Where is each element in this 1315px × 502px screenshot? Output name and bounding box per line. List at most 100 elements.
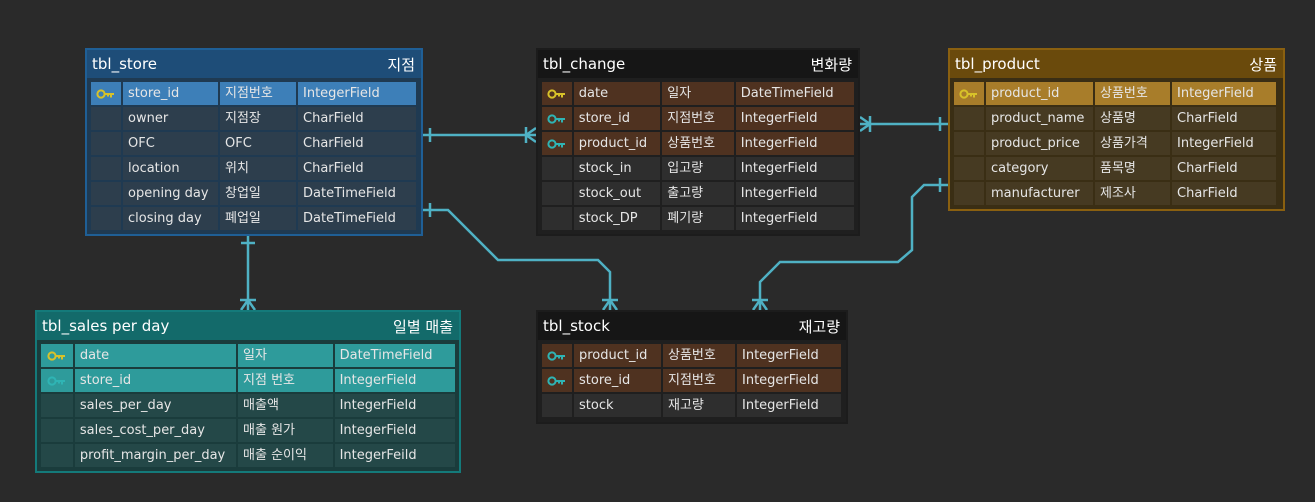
field-name: owner bbox=[123, 107, 218, 130]
key-slot bbox=[91, 107, 121, 130]
field-type: IntegerField bbox=[1172, 82, 1276, 105]
field-name: stock_in bbox=[573, 157, 661, 180]
field-name: product_id bbox=[986, 82, 1093, 105]
field-description: 창업일 bbox=[220, 182, 296, 205]
field-type: IntegerField bbox=[737, 394, 841, 417]
primary-key-icon bbox=[41, 344, 73, 367]
field-description: 매출 순이익 bbox=[238, 444, 333, 467]
table-header[interactable]: tbl_sales per day 일별 매출 bbox=[37, 312, 459, 340]
field-description: OFC bbox=[220, 132, 296, 155]
key-slot bbox=[542, 207, 572, 230]
field-description: 상품번호 bbox=[663, 344, 735, 367]
key-slot bbox=[954, 107, 984, 130]
field-name: store_id bbox=[573, 107, 661, 130]
field-type: IntegerField bbox=[298, 82, 416, 105]
field-name: stock_out bbox=[573, 182, 661, 205]
field-type: CharField bbox=[298, 157, 416, 180]
foreign-key-icon bbox=[542, 344, 572, 367]
field-type: IntegerField bbox=[735, 182, 854, 205]
foreign-key-icon bbox=[41, 369, 73, 392]
field-type: IntegerFeild bbox=[334, 444, 455, 467]
table-header[interactable]: tbl_stock 재고량 bbox=[538, 312, 846, 340]
field-name: stock_DP bbox=[573, 207, 661, 230]
field-type: DateTimeField bbox=[334, 344, 455, 367]
key-slot bbox=[542, 394, 572, 417]
field-description: 폐업일 bbox=[220, 207, 296, 230]
field-description: 상품번호 bbox=[1095, 82, 1170, 105]
field-description: 품목명 bbox=[1095, 157, 1170, 180]
table-header[interactable]: tbl_change 변화량 bbox=[538, 50, 858, 78]
field-name: location bbox=[123, 157, 218, 180]
field-description: 지점번호 bbox=[220, 82, 296, 105]
table-header[interactable]: tbl_store 지점 bbox=[87, 50, 421, 78]
field-description: 지점장 bbox=[220, 107, 296, 130]
field-name: stock bbox=[574, 394, 661, 417]
field-name: product_name bbox=[986, 107, 1093, 130]
field-name: product_id bbox=[574, 344, 661, 367]
primary-key-icon bbox=[954, 82, 984, 105]
edge-change-product-many-mark bbox=[859, 115, 872, 133]
field-name: sales_per_day bbox=[74, 394, 237, 417]
field-name: profit_margin_per_day bbox=[74, 444, 237, 467]
key-slot bbox=[954, 157, 984, 180]
key-slot bbox=[954, 182, 984, 205]
key-slot bbox=[542, 157, 572, 180]
key-slot bbox=[91, 182, 121, 205]
field-type: IntegerField bbox=[1172, 132, 1276, 155]
field-name: OFC bbox=[123, 132, 218, 155]
table-header[interactable]: tbl_product 상품 bbox=[950, 50, 1283, 78]
field-type: IntegerField bbox=[334, 369, 455, 392]
table-label: 재고량 bbox=[798, 317, 840, 336]
field-type: IntegerField bbox=[737, 344, 841, 367]
field-description: 상품가격 bbox=[1095, 132, 1170, 155]
edge-product-stock-many-mark bbox=[751, 298, 769, 311]
key-slot bbox=[91, 157, 121, 180]
field-description: 매출 원가 bbox=[238, 419, 333, 442]
foreign-key-icon bbox=[542, 107, 572, 130]
field-name: product_id bbox=[573, 132, 661, 155]
field-description: 상품명 bbox=[1095, 107, 1170, 130]
foreign-key-icon bbox=[542, 132, 572, 155]
table-label: 지점 bbox=[387, 55, 415, 74]
field-name: date bbox=[74, 344, 237, 367]
field-name: store_id bbox=[74, 369, 237, 392]
field-name: closing day bbox=[123, 207, 218, 230]
field-name: opening day bbox=[123, 182, 218, 205]
edge-store-sales-many-mark bbox=[239, 298, 257, 311]
field-description: 출고량 bbox=[662, 182, 734, 205]
